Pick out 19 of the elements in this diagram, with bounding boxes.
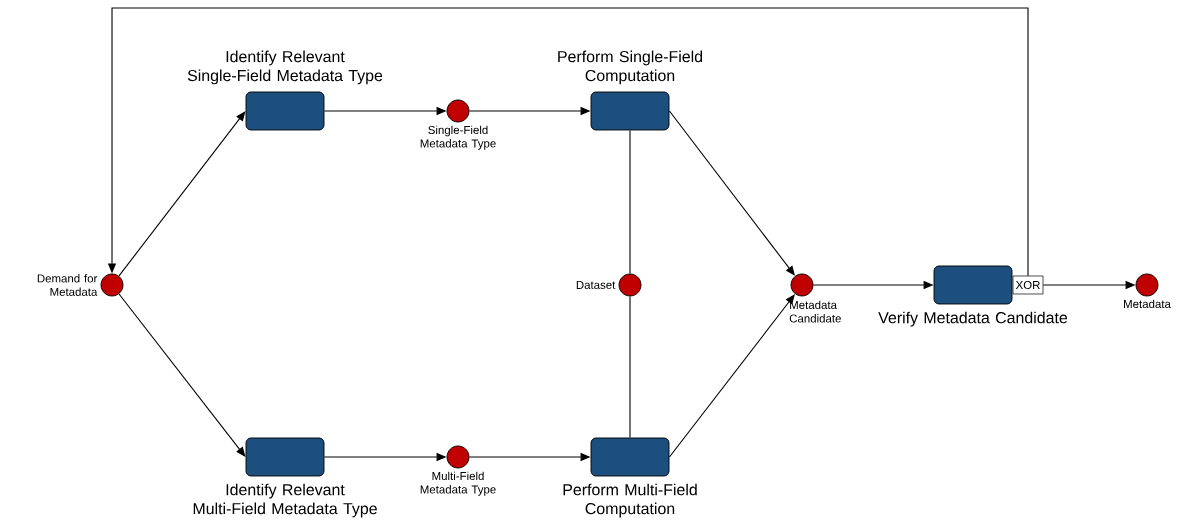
node-label: Multi-Field Metadata Type <box>420 471 496 496</box>
arrow <box>118 111 246 277</box>
arrow <box>118 293 246 457</box>
node-label: Metadata <box>1124 299 1171 309</box>
node-label: Verify Metadata Candidate <box>878 311 1068 327</box>
node-label: Single-Field Metadata Type <box>420 125 496 150</box>
arrow <box>668 294 795 458</box>
task-box: Perform Single-Field Computation <box>558 50 703 131</box>
task-box: Identify Relevant Single-Field Metadata Type <box>187 50 383 131</box>
task-box: Identify Relevant Multi-Field Metadata Type <box>193 437 377 518</box>
node-label: Perform Single-Field Computation <box>558 50 703 85</box>
gateway-box: XOR <box>1012 275 1044 295</box>
node-label: Metadata Candidate <box>789 300 841 323</box>
task-box: Perform Multi-Field Computation <box>563 437 697 518</box>
node-label: Demand for Metadata <box>37 274 98 296</box>
node-label: Dataset <box>576 281 616 289</box>
node-label: Identify Relevant Single-Field Metadata Type <box>187 50 383 85</box>
node-label: Identify Relevant Multi-Field Metadata Type <box>193 483 377 518</box>
node-label: Perform Multi-Field Computation <box>563 483 697 518</box>
